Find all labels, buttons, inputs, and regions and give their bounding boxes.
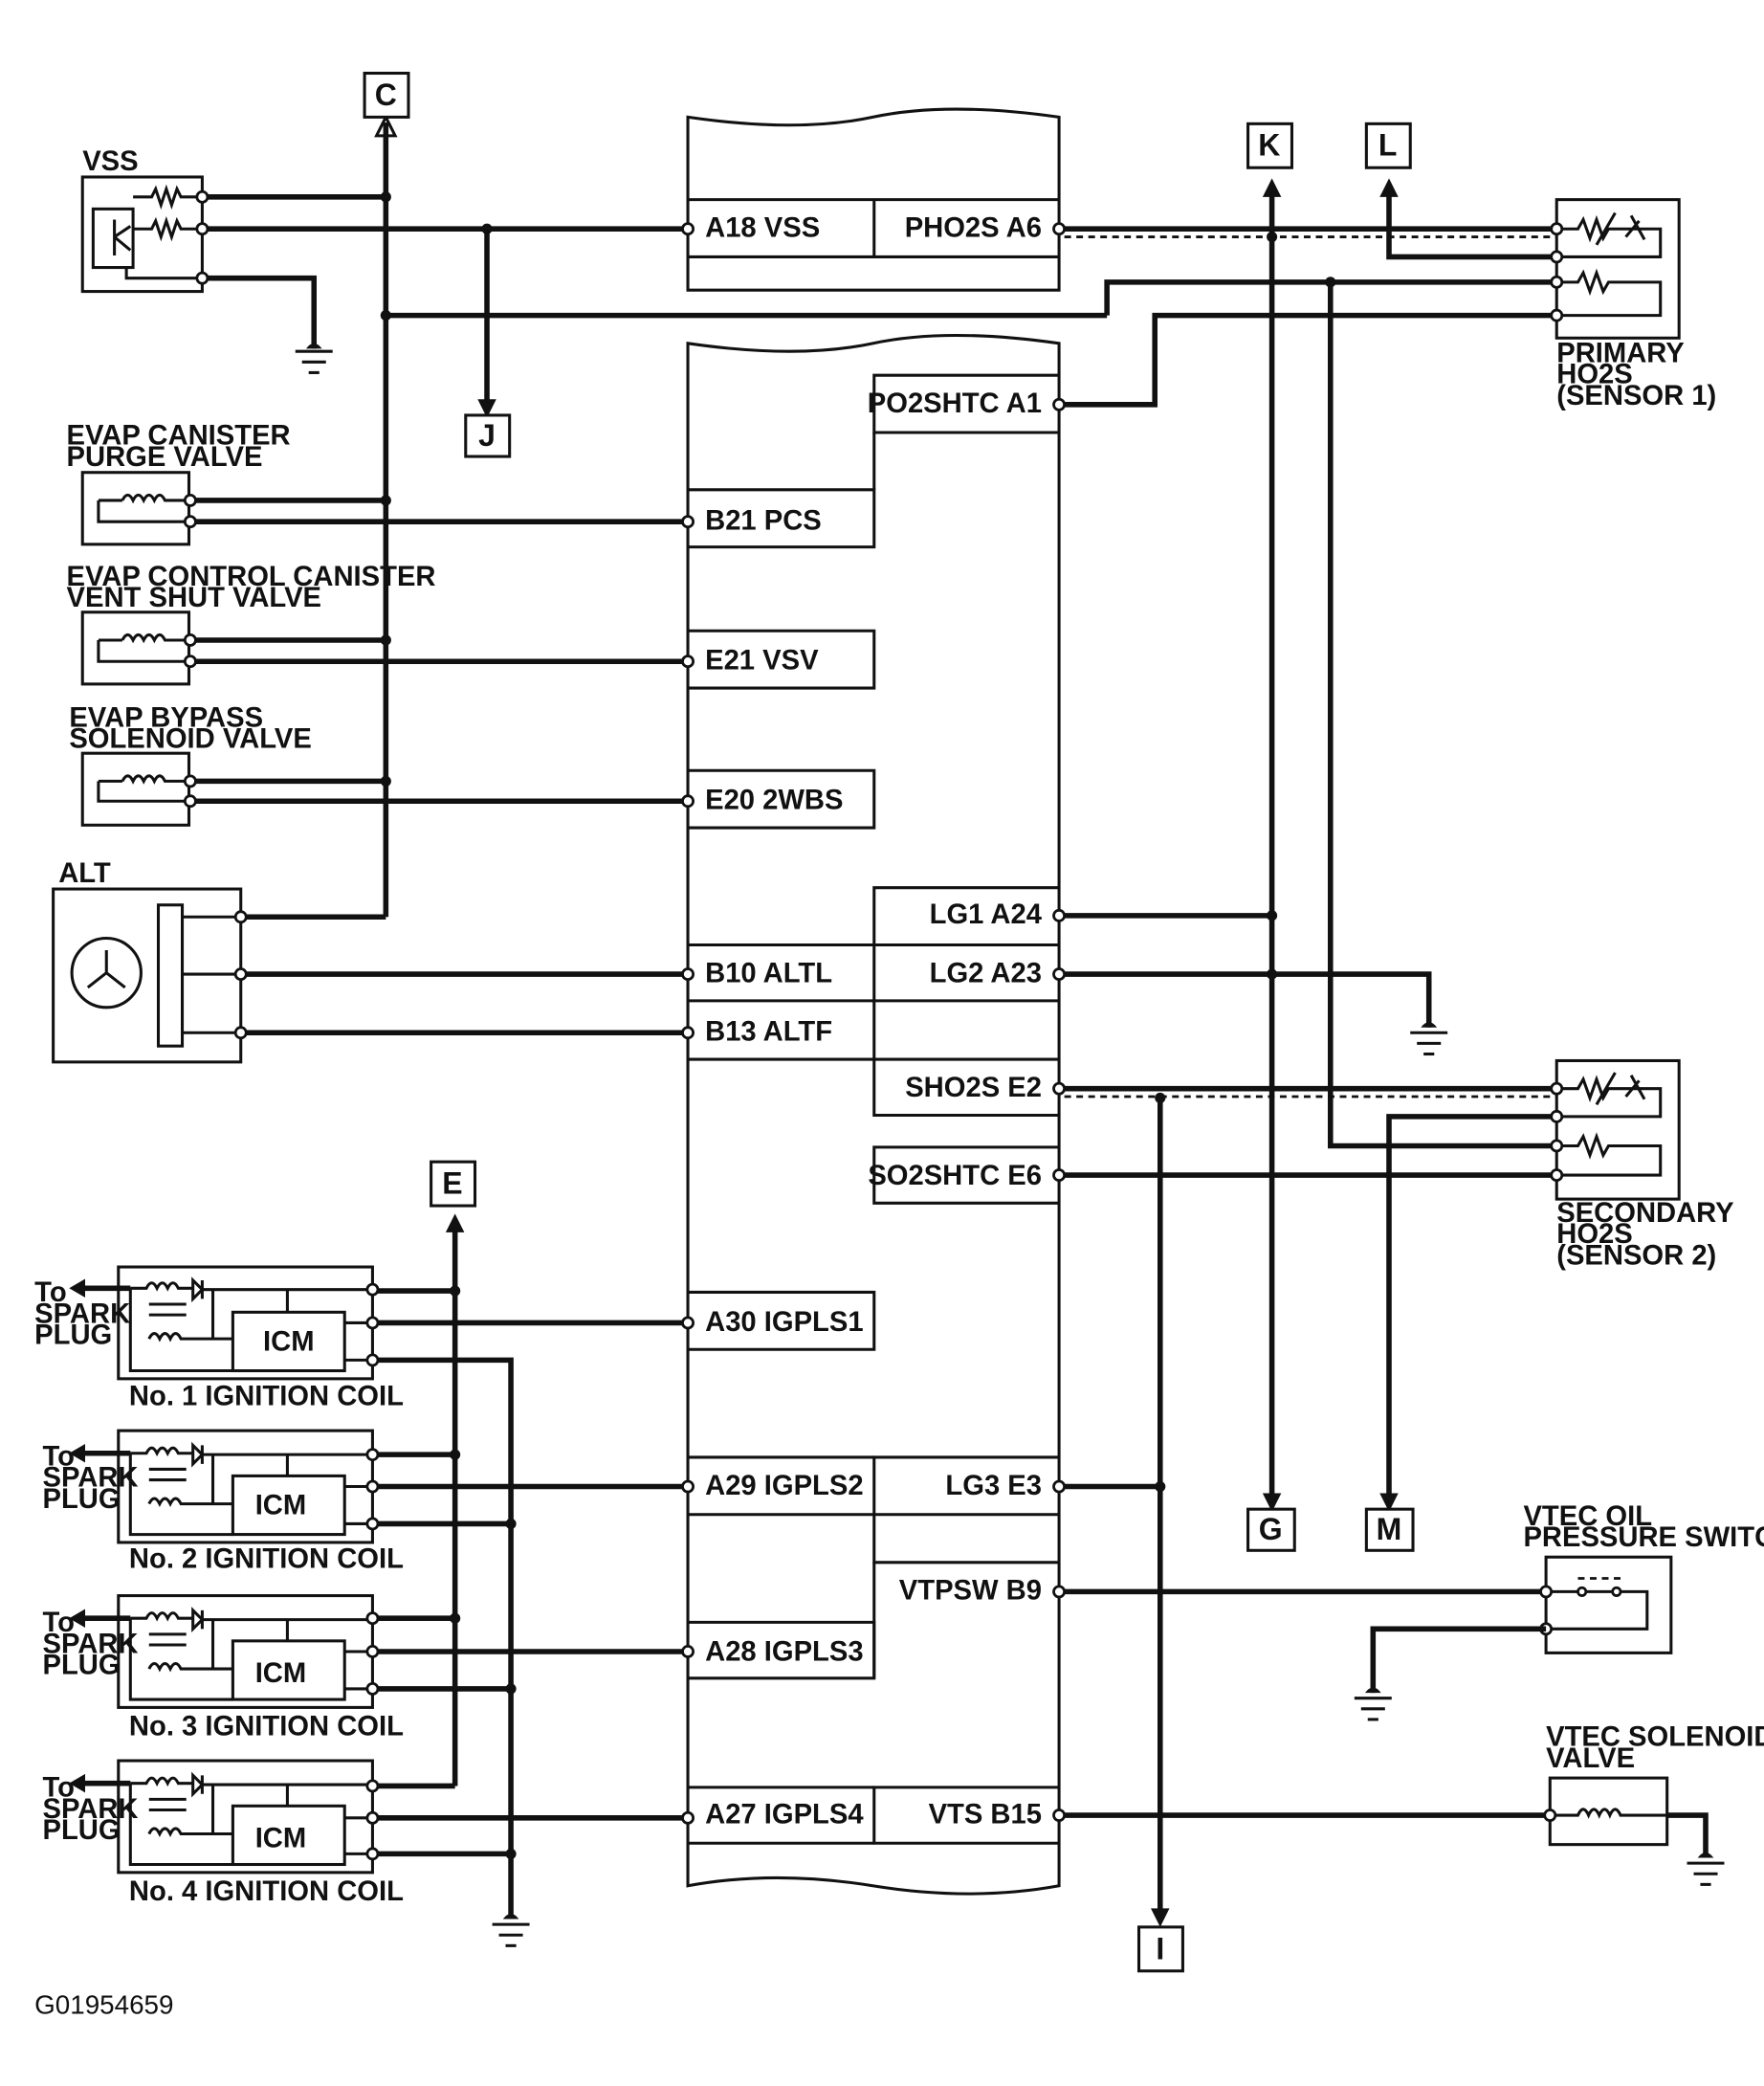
vtec-solenoid-label-1: VTEC SOLENOID [1546, 1722, 1764, 1753]
evap-purge-valve [80, 471, 197, 546]
icm-label-4: ICM [255, 1823, 307, 1853]
ignition-coil-3-label: No. 3 IGNITION COIL [129, 1712, 404, 1742]
ecm-pin-a28-igpls3: A28 IGPLS3 [705, 1637, 863, 1668]
ecm-pin-vtpsw-b9: VTPSW B9 [899, 1576, 1042, 1607]
icm-label-3: ICM [255, 1658, 307, 1689]
ignition-coil-3 [69, 1594, 380, 1709]
ecm-pin-a18-vss: A18 VSS [705, 213, 820, 244]
spark-plug-label-2a: To [43, 1441, 76, 1472]
alt-label: ALT [58, 858, 111, 889]
ignition-coil-2-label: No. 2 IGNITION COIL [129, 1543, 404, 1574]
evap-vent-label-2: VENT SHUT VALVE [67, 583, 322, 613]
svg-text:M: M [1377, 1512, 1402, 1546]
ecm-terminals [681, 222, 1067, 1825]
ecm-pin-lg1-a24: LG1 A24 [930, 899, 1043, 930]
secondary-ho2s-sensor [1550, 1058, 1681, 1201]
connector-c: C [363, 71, 410, 119]
figure-id: G01954659 [34, 1989, 173, 2019]
spark-plug-label-4a: To [43, 1773, 76, 1804]
connector-l: L [1364, 122, 1412, 169]
vtec-oil-switch-label-2: PRESSURE SWITCH [1523, 1522, 1764, 1553]
svg-text:I: I [1156, 1931, 1164, 1965]
ignition-coil-4 [69, 1759, 380, 1875]
ecm-pin-pho2s-a6: PHO2S A6 [905, 213, 1042, 244]
spark-plug-label-1a: To [34, 1277, 66, 1308]
ecm-pin-po2shtc-a1: PO2SHTC A1 [868, 388, 1042, 419]
ecm-pin-so2shtc-e6: SO2SHTC E6 [868, 1161, 1042, 1191]
svg-text:G: G [1259, 1512, 1283, 1546]
junction-dots [380, 191, 1336, 1859]
spark-plug-label-3b: SPARK [43, 1629, 139, 1659]
ignition-coil-4-label: No. 4 IGNITION COIL [129, 1876, 404, 1907]
secondary-ho2s-label-3: (SENSOR 2) [1556, 1240, 1716, 1271]
evap-vent-valve [80, 610, 197, 686]
vtec-oil-switch-label-1: VTEC OIL [1523, 1501, 1652, 1532]
ecm-unit [686, 107, 1061, 1896]
ignition-coil-1 [69, 1265, 380, 1381]
ecm-pin-e21-vsv: E21 VSV [705, 646, 819, 677]
spark-plug-label-3c: PLUG [43, 1651, 121, 1681]
evap-vent-label-1: EVAP CONTROL CANISTER [67, 562, 436, 592]
ecm-pin-b13-altf: B13 ALTF [705, 1017, 832, 1048]
spark-plug-label-3a: To [43, 1608, 76, 1638]
vtec-solenoid-valve [1543, 1776, 1725, 1886]
spark-plug-label-1b: SPARK [34, 1298, 130, 1329]
ecm-pin-vts-b15: VTS B15 [929, 1799, 1042, 1830]
ecm-pin-b10-altl: B10 ALTL [705, 958, 832, 988]
primary-ho2s-label-2: HO2S [1556, 360, 1632, 390]
evap-bypass-label-1: EVAP BYPASS [69, 702, 263, 733]
primary-ho2s-label-3: (SENSOR 1) [1556, 381, 1716, 411]
secondary-ho2s-label-1: SECONDARY [1556, 1198, 1733, 1229]
evap-purge-label-1: EVAP CANISTER [67, 421, 291, 452]
evap-bypass-valve [80, 751, 197, 827]
svg-text:K: K [1258, 128, 1280, 163]
connector-i: I [1136, 1925, 1184, 1973]
icm-label-2: ICM [255, 1491, 307, 1521]
svg-text:J: J [478, 418, 496, 453]
ecm-pin-a30-igpls1: A30 IGPLS1 [705, 1307, 863, 1338]
ecm-pin-b21-pcs: B21 PCS [705, 506, 822, 537]
ecm-pin-sho2s-e2: SHO2S E2 [905, 1073, 1042, 1103]
primary-ho2s-sensor [1550, 198, 1681, 340]
svg-text:E: E [442, 1166, 462, 1201]
ecm-pin-e20-2wbs: E20 2WBS [705, 786, 843, 816]
connector-j: J [464, 413, 512, 458]
connector-k: K [1246, 122, 1293, 169]
evap-bypass-label-2: SOLENOID VALVE [69, 724, 312, 755]
primary-ho2s-label-1: PRIMARY [1556, 338, 1685, 368]
spark-plug-label-2c: PLUG [43, 1484, 121, 1515]
ecm-pin-lg2-a23: LG2 A23 [930, 958, 1042, 988]
alternator [52, 887, 248, 1064]
vss-sensor [80, 175, 209, 294]
connector-m: M [1364, 1507, 1415, 1552]
spark-plug-label-2b: SPARK [43, 1463, 139, 1494]
connector-e: E [430, 1160, 477, 1208]
icm-label-1: ICM [263, 1327, 315, 1358]
ground-symbol-lg2 [1410, 1022, 1448, 1056]
wires [189, 113, 1557, 1927]
spark-plug-label-4c: PLUG [43, 1815, 121, 1846]
ground-symbol-vss [295, 343, 333, 374]
ignition-coil-1-label: No. 1 IGNITION COIL [129, 1382, 404, 1412]
ecm-pin-a29-igpls2: A29 IGPLS2 [705, 1471, 863, 1501]
vss-label: VSS [82, 146, 138, 177]
ecm-pin-a27-igpls4: A27 IGPLS4 [705, 1799, 864, 1830]
svg-text:L: L [1378, 128, 1398, 163]
spark-plug-label-1c: PLUG [34, 1320, 112, 1351]
vtec-oil-pressure-switch [1354, 1555, 1673, 1721]
vtec-solenoid-label-2: VALVE [1546, 1743, 1635, 1774]
secondary-ho2s-label-2: HO2S [1556, 1219, 1632, 1250]
connector-g: G [1246, 1507, 1296, 1552]
ground-symbol-coils [492, 1913, 530, 1947]
svg-text:C: C [375, 78, 397, 112]
spark-plug-label-4b: SPARK [43, 1794, 139, 1825]
evap-purge-label-2: PURGE VALVE [67, 442, 263, 473]
ecm-pin-lg3-e3: LG3 E3 [945, 1471, 1042, 1501]
ignition-coil-2 [69, 1429, 380, 1544]
